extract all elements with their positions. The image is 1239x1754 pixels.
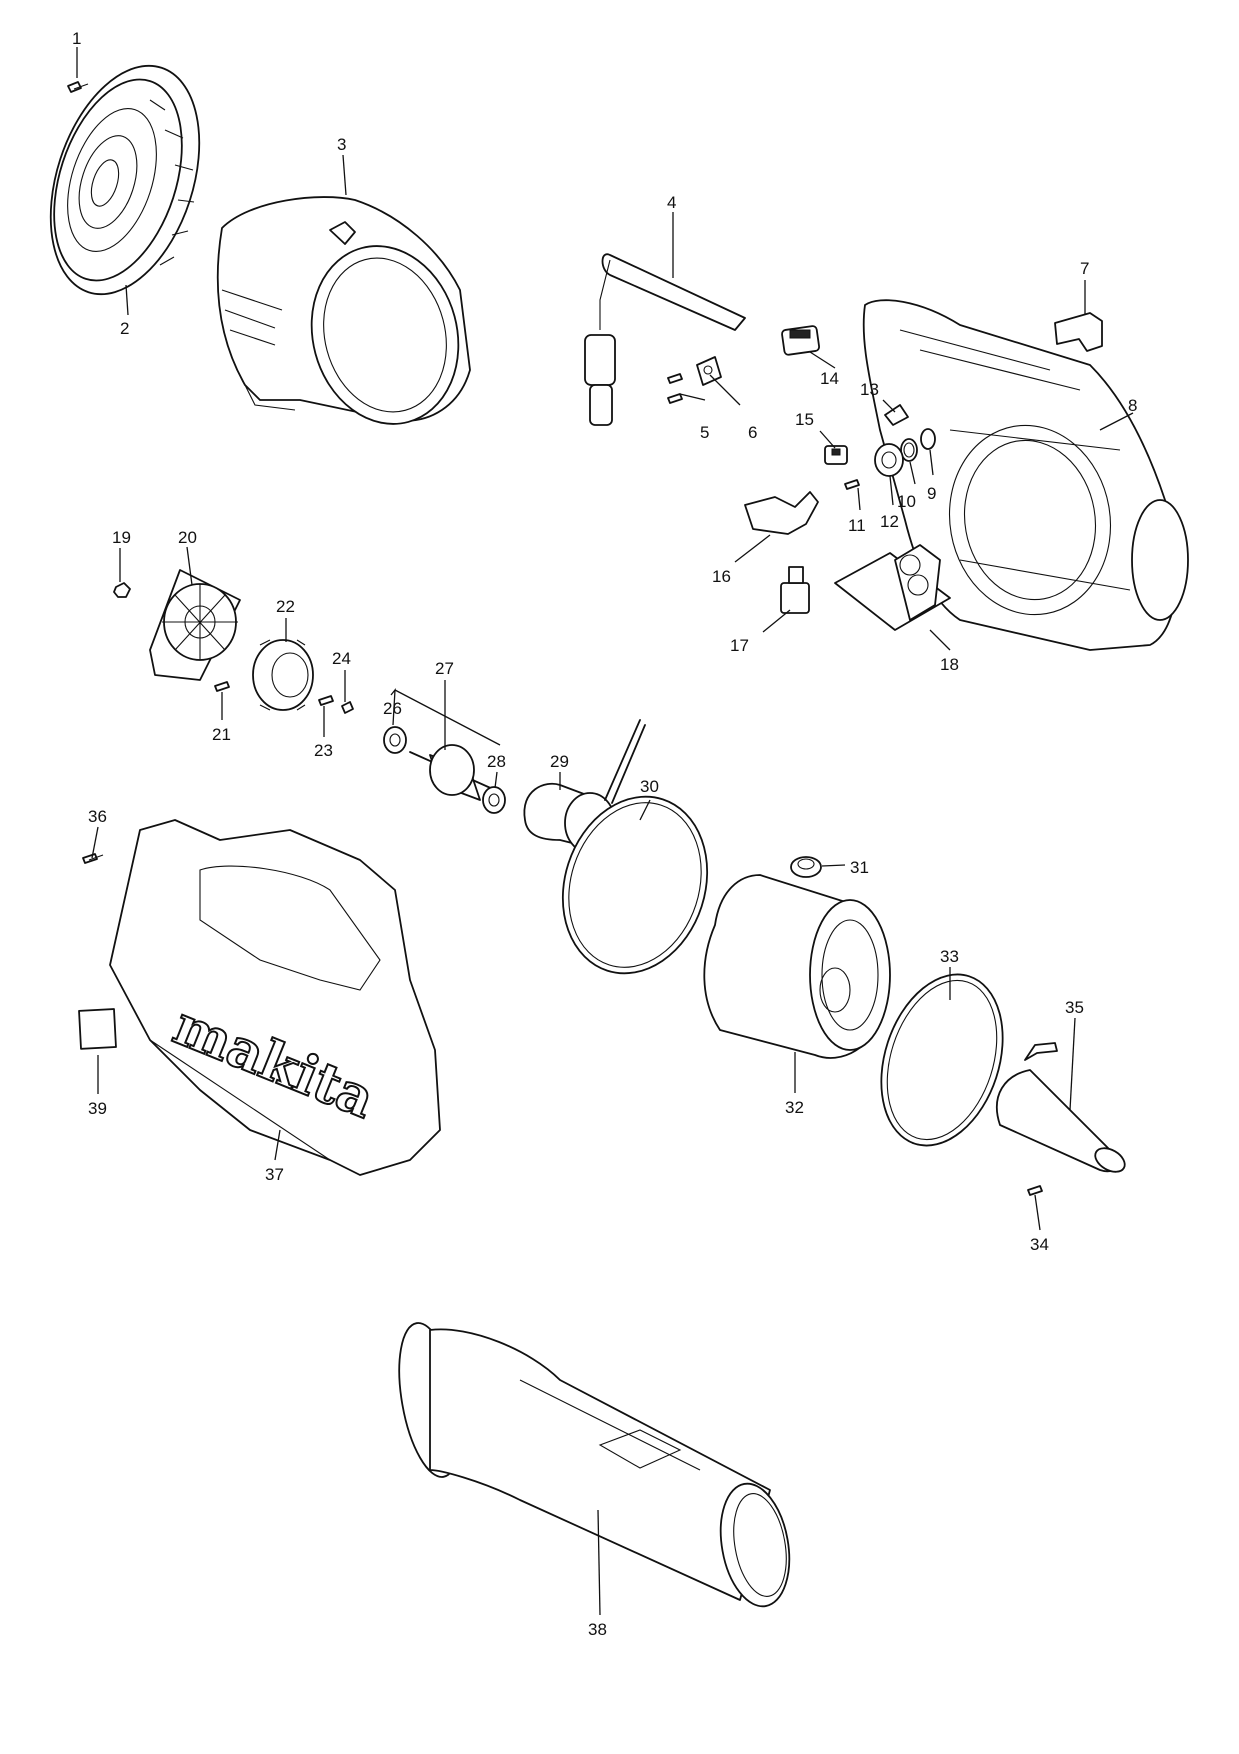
callout-35: 35 [1065,998,1084,1017]
part-24-pin [341,701,354,714]
part-5-screws [667,373,683,404]
callout-38: 38 [588,1620,607,1639]
part-36-screw [82,853,104,864]
callout-21: 21 [212,725,231,744]
callout-36: 36 [88,807,107,826]
part-7-hook [1054,312,1103,352]
part-39-label [78,1008,117,1050]
part-19-nut [113,582,131,598]
callout-31: 31 [850,858,869,877]
callout-26: 26 [383,699,402,718]
callout-37: 37 [265,1165,284,1184]
part-18-controller [834,544,951,631]
part-16-lever [744,491,819,535]
callout-16: 16 [712,567,731,586]
callout-1: 1 [72,29,81,48]
callout-2: 2 [120,319,129,338]
callout-11: 11 [848,516,866,535]
callout-14: 14 [820,369,839,388]
part-21-screw [214,681,230,692]
callout-6: 6 [748,423,757,442]
callout-3: 3 [337,135,346,154]
callout-30: 30 [640,777,659,796]
part-13-clip [884,404,909,426]
part-10-ring [900,438,918,462]
part-26-bearing [383,726,407,754]
callout-4: 4 [667,193,676,212]
callout-5: 5 [700,423,709,442]
callout-18: 18 [940,655,959,674]
part-17-terminal [780,566,810,614]
part-28-bearing [482,786,506,814]
part-34-screw [1027,1185,1043,1196]
callout-29: 29 [550,752,569,771]
leader-lines [76,47,1134,1616]
part-20-fan [149,569,241,681]
part-15-switch [824,445,848,465]
callout-13: 13 [860,380,879,399]
part-1-screw [67,81,89,93]
callout-28: 28 [487,752,506,771]
part-22-bracket [252,639,314,711]
callout-27: 27 [435,659,454,678]
part-12-knob [874,443,904,477]
part-8-housing-right [862,299,1189,651]
part-4-cable [584,253,746,426]
callout-labels: 1 2 3 4 5 6 7 8 9 10 11 12 13 14 15 16 1… [72,29,1137,1639]
callout-23: 23 [314,741,333,760]
part-2-intake-cover [49,64,201,296]
part-6-clamp [696,356,722,386]
part-33-o-ring [880,973,1004,1147]
callout-20: 20 [178,528,197,547]
callout-33: 33 [940,947,959,966]
callout-19: 19 [112,528,131,547]
callout-32: 32 [785,1098,804,1117]
callout-12: 12 [880,512,899,531]
part-30-o-ring [561,795,709,975]
part-35-nozzle [995,1042,1126,1173]
part-3-rear-housing [216,196,471,425]
callout-15: 15 [795,410,814,429]
part-31-plug [790,856,822,878]
part-23-screw [318,695,334,706]
callout-34: 34 [1030,1235,1049,1254]
part-14-button [781,325,821,356]
callout-24: 24 [332,649,351,668]
callout-9: 9 [927,484,936,503]
part-27-armature [409,744,496,801]
part-9-ring [920,428,936,450]
callout-7: 7 [1080,259,1089,278]
callout-39: 39 [88,1099,107,1118]
part-32-fan-housing [703,874,891,1059]
callout-10: 10 [897,492,916,511]
part-37-housing-left: makita [109,819,441,1176]
part-11-screw [844,479,860,490]
part-38-blower-nozzle [398,1322,791,1608]
callout-17: 17 [730,636,749,655]
callout-22: 22 [276,597,295,616]
callout-8: 8 [1128,396,1137,415]
